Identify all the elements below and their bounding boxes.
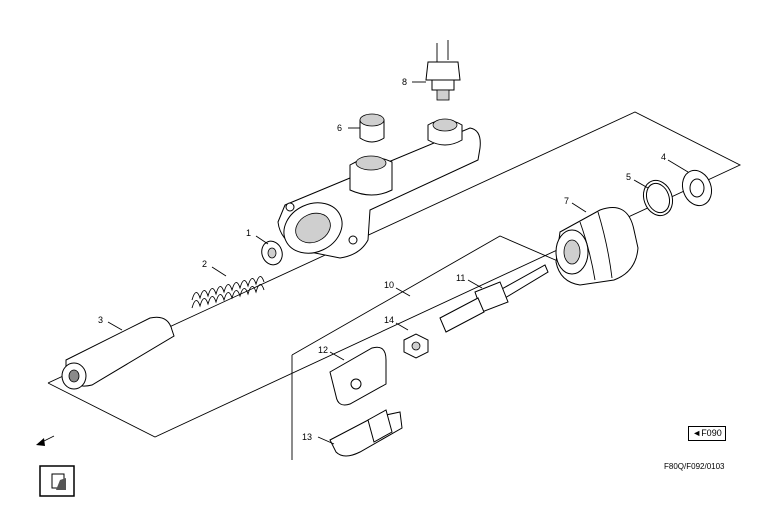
- figure-reference: ◄F090: [688, 426, 726, 441]
- spring: [191, 276, 265, 309]
- callout-13: 13: [302, 432, 312, 442]
- callout-4: 4: [661, 152, 666, 162]
- operator-seat-icon: [39, 465, 75, 497]
- callout-10: 10: [384, 280, 394, 290]
- lock-nut: [403, 333, 429, 359]
- clevis-pin: [329, 409, 403, 457]
- dust-boot: [555, 207, 639, 286]
- washer: [261, 240, 283, 266]
- callout-11: 11: [456, 273, 465, 283]
- callout-14: 14: [384, 315, 394, 325]
- circlip: [642, 179, 674, 217]
- master-cylinder-body: [277, 118, 481, 259]
- callout-7: 7: [564, 196, 569, 206]
- push-rod: [439, 264, 549, 333]
- callout-8: 8: [402, 77, 407, 87]
- callout-6: 6: [337, 123, 342, 133]
- piston: [61, 316, 175, 390]
- end-washer: [681, 169, 713, 207]
- callout-2: 2: [202, 259, 207, 269]
- callout-5: 5: [626, 172, 631, 182]
- clevis: [329, 346, 387, 406]
- leader-lines: [107, 81, 689, 445]
- callout-12: 12: [318, 345, 328, 355]
- drawing-code: F80Q/F092/0103: [664, 462, 725, 471]
- pressure-switch: [425, 40, 461, 101]
- reservoir-plug: [359, 113, 385, 143]
- direction-arrow-icon: [36, 435, 55, 446]
- assembly-boundary: [47, 111, 742, 460]
- callout-1: 1: [246, 228, 251, 238]
- callout-3: 3: [98, 315, 103, 325]
